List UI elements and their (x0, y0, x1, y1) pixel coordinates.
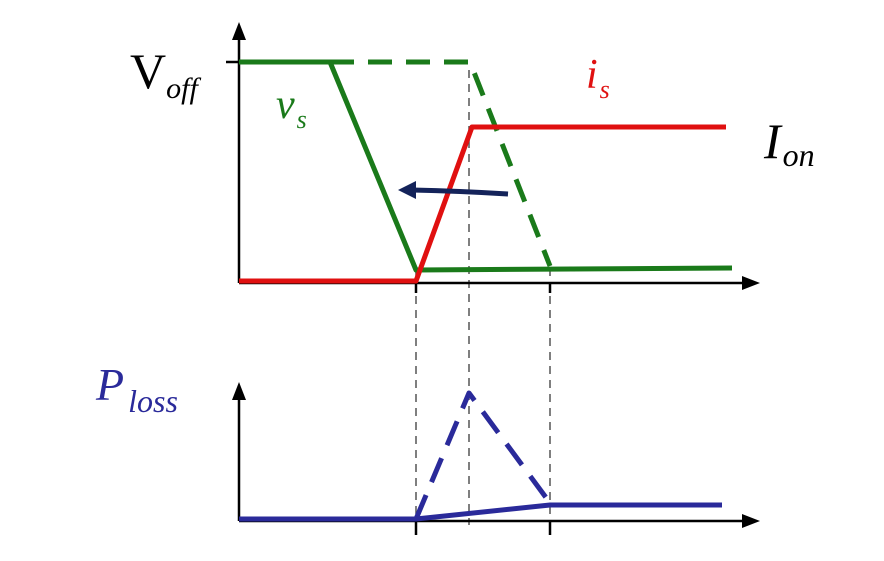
v-off-label: Voff (130, 43, 201, 105)
upper-y-arrowhead (232, 22, 246, 40)
upper-x-arrowhead (742, 276, 760, 290)
i-on-label: Ion (763, 113, 815, 173)
v-off-main: V (130, 43, 166, 99)
p-loss-main: P (95, 359, 124, 410)
i-on-main: I (763, 113, 783, 169)
vs-solid-waveform (239, 59, 733, 273)
lower-x-arrowhead (742, 514, 760, 528)
shift-arrow (398, 181, 509, 199)
vs-dashed-waveform (330, 59, 553, 267)
vs-sub: s (297, 105, 307, 134)
vs-label: vs (276, 82, 307, 134)
p-loss-sub: loss (128, 383, 178, 419)
is-waveform (239, 124, 726, 284)
ploss-dashed-waveform (413, 390, 553, 520)
lower-y-arrowhead (232, 382, 246, 400)
ploss-solid-waveform (239, 502, 722, 522)
is-label: is (586, 52, 610, 104)
v-off-sub: off (166, 72, 201, 105)
i-on-sub: on (783, 137, 815, 173)
vs-main: v (276, 82, 295, 128)
is-sub: s (600, 75, 610, 104)
is-main: i (586, 52, 598, 98)
guide-lines (415, 70, 551, 525)
